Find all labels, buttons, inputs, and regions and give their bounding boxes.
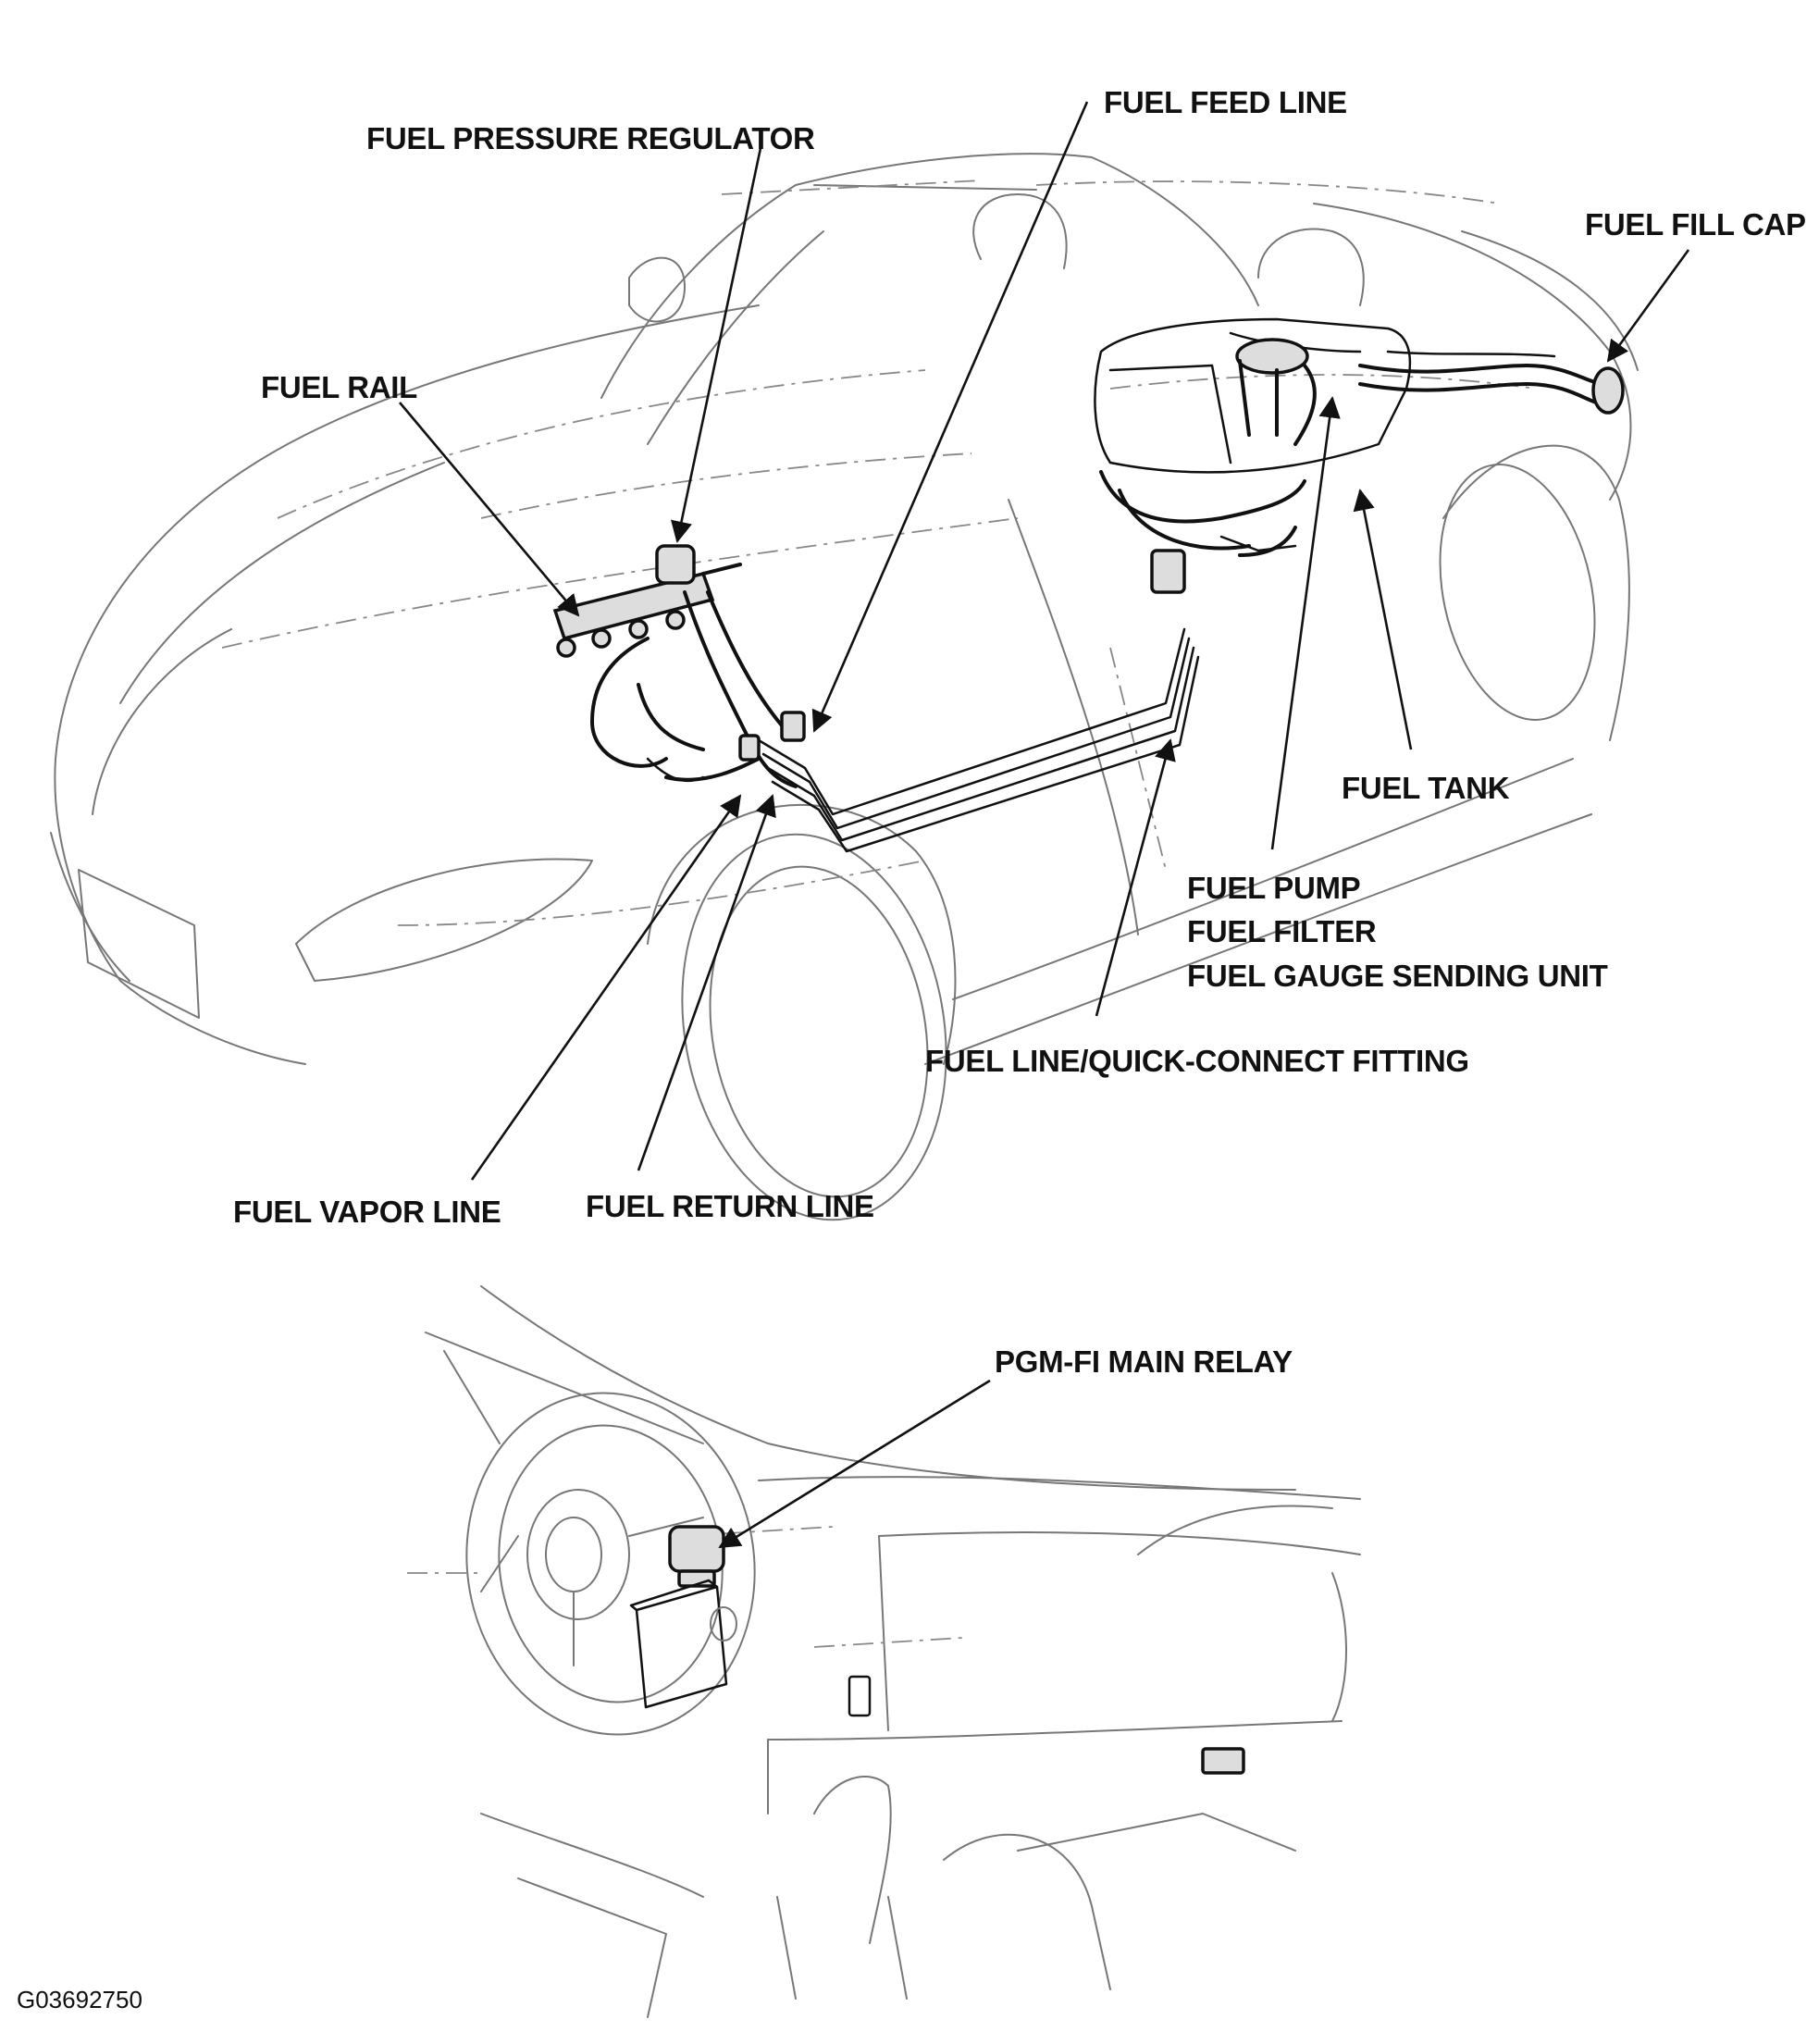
interior-outline (407, 1285, 1361, 2018)
fuel-lines (738, 627, 1200, 853)
label-fuel-return-line: FUEL RETURN LINE (586, 1189, 874, 1223)
leader-lines (399, 101, 1690, 1181)
label-fuel-rail: FUEL RAIL (261, 370, 418, 404)
label-fuel-line-quick-connect-fitting: FUEL LINE/QUICK-CONNECT FITTING (925, 1044, 1469, 1078)
label-pgm-fi-main-relay: PGM-FI MAIN RELAY (995, 1344, 1293, 1379)
fuel-rail-assembly (552, 544, 798, 788)
label-fuel-pressure-regulator: FUEL PRESSURE REGULATOR (366, 121, 815, 155)
fuel-tank-assembly (1094, 317, 1625, 594)
label-fuel-gauge-sending-unit: FUEL GAUGE SENDING UNIT (1187, 959, 1608, 993)
figure-id: G03692750 (17, 1986, 142, 2013)
leader-relay (718, 1379, 991, 1549)
label-fuel-tank: FUEL TANK (1342, 771, 1510, 805)
car-body-outline (50, 153, 1639, 1221)
label-fuel-feed-line: FUEL FEED LINE (1104, 85, 1347, 119)
label-fuel-fill-cap: FUEL FILL CAP (1585, 207, 1806, 242)
label-fuel-vapor-line: FUEL VAPOR LINE (233, 1195, 501, 1229)
relay-components (629, 1525, 1245, 1775)
label-fuel-filter: FUEL FILTER (1187, 914, 1377, 948)
label-fuel-pump: FUEL PUMP (1187, 871, 1361, 905)
